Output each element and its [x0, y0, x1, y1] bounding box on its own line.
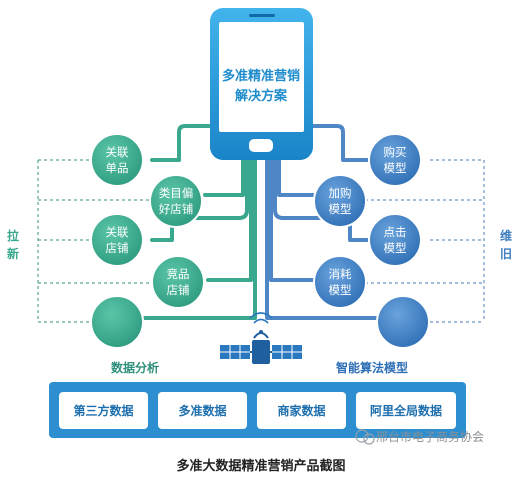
- left-node-2: 类目偏 好店铺: [149, 174, 203, 228]
- node-label: 店铺: [167, 283, 190, 297]
- right-node-4: 消耗 模型: [313, 255, 367, 309]
- svg-text:维: 维: [500, 228, 512, 243]
- svg-text:旧: 旧: [500, 247, 512, 261]
- right-node-1: 购买 模型: [368, 133, 422, 187]
- phone: 多准精准营销 解决方案: [210, 8, 313, 160]
- svg-text:商家数据: 商家数据: [277, 403, 325, 418]
- node-label: 关联: [106, 145, 129, 159]
- left-node-5: [90, 295, 144, 349]
- node-label: 加购: [329, 186, 352, 200]
- node-label: 模型: [384, 241, 407, 255]
- node-label: 购买: [384, 145, 407, 159]
- group-label-data-analysis: 数据分析: [111, 360, 159, 375]
- data-source-1: 第三方数据: [59, 392, 148, 429]
- node-label: 模型: [329, 283, 352, 297]
- svg-text:拉: 拉: [7, 228, 19, 243]
- satellite-icon: [220, 312, 302, 364]
- home-button: [249, 139, 273, 152]
- figure-caption: 多准大数据精准营销产品截图: [176, 459, 346, 474]
- svg-text:阿里全局数据: 阿里全局数据: [370, 403, 442, 418]
- right-bracket: [365, 159, 485, 323]
- right-node-2: 加购 模型: [313, 174, 367, 228]
- node-label: 好店铺: [159, 202, 194, 216]
- side-label-left: 拉 新: [7, 228, 19, 261]
- watermark: 邢台市电子商务协会: [355, 429, 484, 445]
- data-source-3: 商家数据: [257, 392, 346, 429]
- left-node-4: 竞品 店铺: [151, 255, 205, 309]
- node-label: 消耗: [329, 267, 352, 281]
- data-source-4: 阿里全局数据: [356, 392, 456, 429]
- phone-title-line2: 解决方案: [234, 88, 288, 104]
- right-node-5: [376, 295, 430, 349]
- right-node-3: 点击 模型: [368, 213, 422, 267]
- node-label: 竞品: [167, 267, 190, 281]
- group-label-algorithm: 智能算法模型: [335, 360, 408, 375]
- node-label: 关联: [106, 225, 129, 239]
- left-node-1: 关联 单品: [90, 133, 144, 187]
- side-label-right: 维 旧: [500, 228, 512, 261]
- data-source-2: 多准数据: [158, 392, 247, 429]
- phone-title-line1: 多准精准营销: [222, 68, 300, 84]
- left-bracket: [37, 159, 158, 323]
- node-label: 单品: [106, 161, 129, 175]
- svg-text:新: 新: [7, 246, 19, 261]
- node-label: 类目偏: [159, 186, 194, 200]
- data-source-panel: 第三方数据 多准数据 商家数据 阿里全局数据: [49, 382, 466, 438]
- node-label: 店铺: [106, 241, 129, 255]
- svg-text:第三方数据: 第三方数据: [73, 403, 133, 418]
- left-node-3: 关联 店铺: [90, 213, 144, 267]
- node-label: 点击: [384, 225, 407, 239]
- svg-text:邢台市电子商务协会: 邢台市电子商务协会: [376, 429, 484, 444]
- node-label: 模型: [384, 161, 407, 175]
- node-label: 模型: [329, 202, 352, 216]
- svg-text:多准数据: 多准数据: [178, 403, 226, 418]
- wechat-icon: [355, 429, 369, 443]
